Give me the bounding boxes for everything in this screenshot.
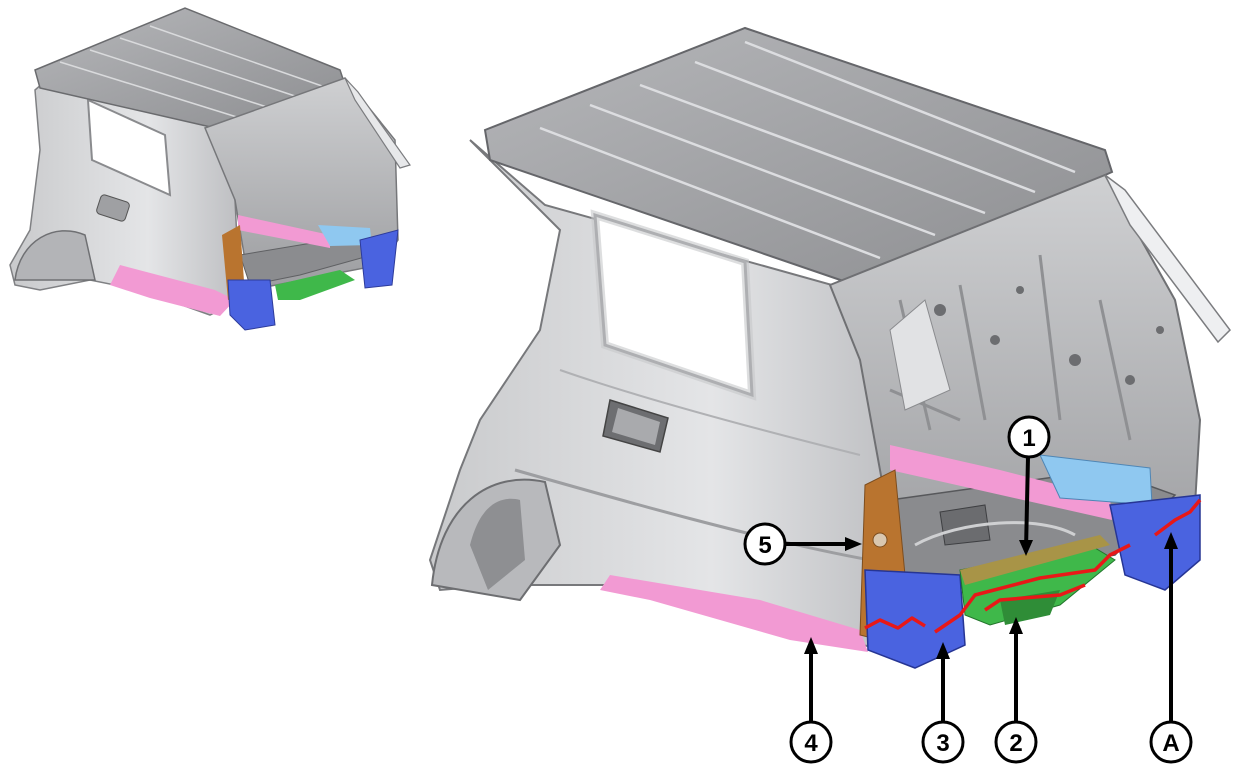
detail-pillar-hole (872, 532, 888, 548)
overview-roof-ribs (59, 25, 323, 119)
detail-fuel-pocket-inner (612, 408, 660, 445)
overview-wheel-arch (14, 230, 96, 281)
overview-fuel-door (96, 194, 130, 222)
cut-line-right (1153, 498, 1202, 537)
callout-5-label: 5 (758, 532, 771, 559)
callout-4-circle (789, 720, 833, 764)
callout-5-arrowhead (845, 537, 862, 551)
detail-inner-holes (934, 286, 1164, 385)
cut-line-center-lower (984, 583, 1086, 612)
callout-3-arrowhead (936, 642, 950, 659)
detail-pink-sill (600, 575, 868, 652)
callout-a-circle (1149, 720, 1193, 764)
detail-pink-crossmember (890, 445, 1112, 520)
cut-line-left (864, 616, 926, 630)
overview-light-blue-panel (318, 225, 372, 246)
detail-blue-panel-right (1109, 494, 1201, 591)
cut-line-center-upper (934, 543, 1131, 634)
detail-wheel-arch-inner (470, 498, 525, 590)
callout-a-label: A (1162, 730, 1179, 757)
overview-green-panel (275, 270, 355, 300)
detail-roof-ribs (539, 40, 1076, 260)
callout-1-label: 1 (1022, 425, 1035, 452)
callout-a-arrowhead (1164, 532, 1178, 549)
detail-body-shell (428, 26, 1231, 669)
callout-5-circle (743, 522, 787, 566)
detail-rear-panel-strip (960, 535, 1110, 585)
overview-body-shell (9, 7, 411, 331)
detail-roof (483, 26, 1114, 287)
overview-pink-sill (110, 265, 235, 316)
detail-d-pillar (1104, 174, 1231, 344)
overview-blue-panel-left (227, 279, 276, 331)
callouts: 1 2 3 4 5 A (743, 415, 1193, 764)
callout-2-circle (994, 720, 1038, 764)
detail-cut-lines (864, 498, 1202, 634)
callout-1-arrowhead (1019, 540, 1033, 556)
callout-2-arrowhead (1009, 617, 1023, 634)
callout-4-label: 4 (804, 730, 818, 757)
detail-body-crease (514, 468, 871, 562)
overview-blue-panel-right (359, 229, 399, 289)
callout-1-leader (1024, 456, 1030, 551)
callout-4-arrowhead (804, 637, 818, 654)
callout-3-circle (921, 720, 965, 764)
overview-side-window (86, 98, 172, 197)
overview-pink-crossmember (238, 215, 330, 248)
callout-1-circle (1007, 415, 1051, 459)
overview-d-pillar (344, 77, 411, 169)
callout-3-label: 3 (936, 730, 949, 757)
callout-2-label: 2 (1009, 730, 1022, 757)
